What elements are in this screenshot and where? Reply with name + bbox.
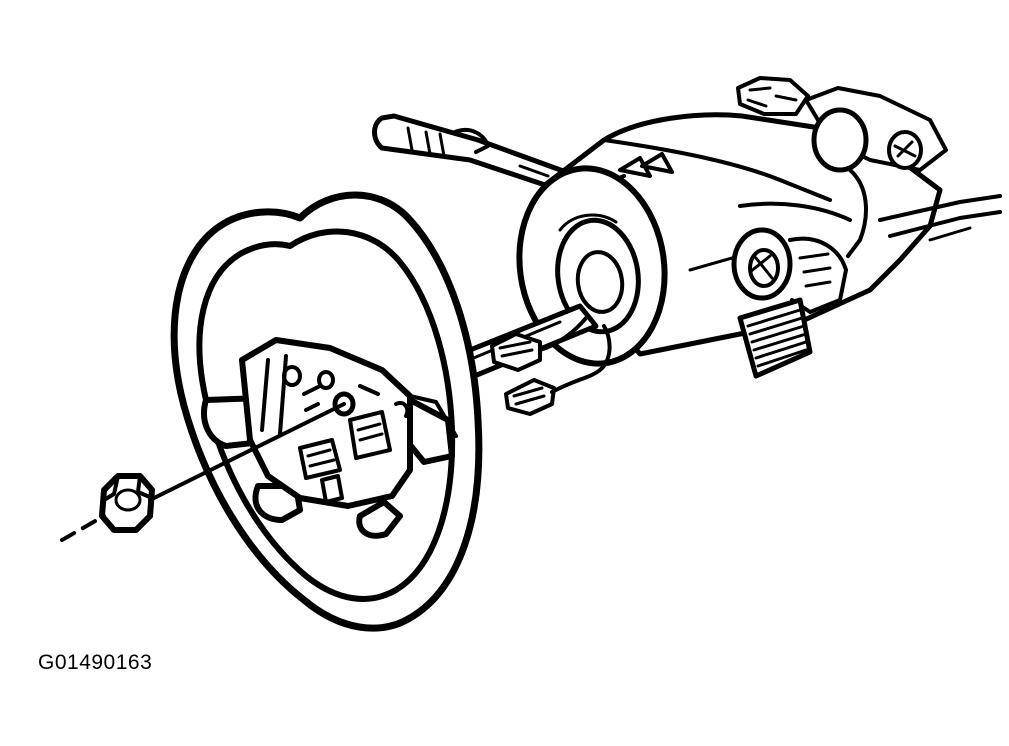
installation-centerline bbox=[60, 402, 346, 542]
column-lower-vent-panel bbox=[737, 297, 813, 379]
figure-id-label: G01490163 bbox=[38, 651, 153, 674]
steering-wheel-hub bbox=[201, 337, 458, 539]
wire-connectors bbox=[490, 316, 612, 416]
column-upper-mechanism bbox=[736, 76, 1002, 258]
steering-wheel-nut bbox=[99, 473, 155, 533]
ignition-lock-cylinder bbox=[731, 227, 848, 314]
multifunction-lever bbox=[372, 113, 569, 193]
